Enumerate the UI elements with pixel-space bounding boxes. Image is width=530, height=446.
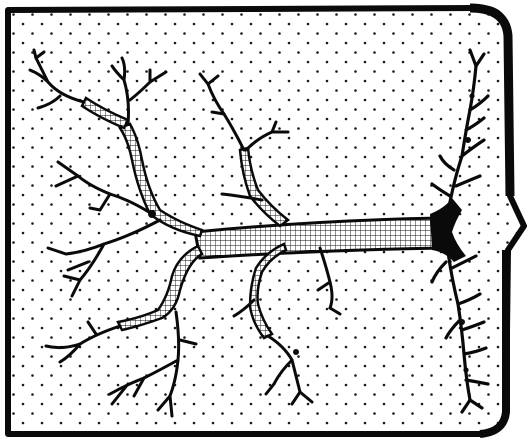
neuron-illustration — [0, 0, 530, 446]
neuron-drawing — [0, 0, 530, 446]
